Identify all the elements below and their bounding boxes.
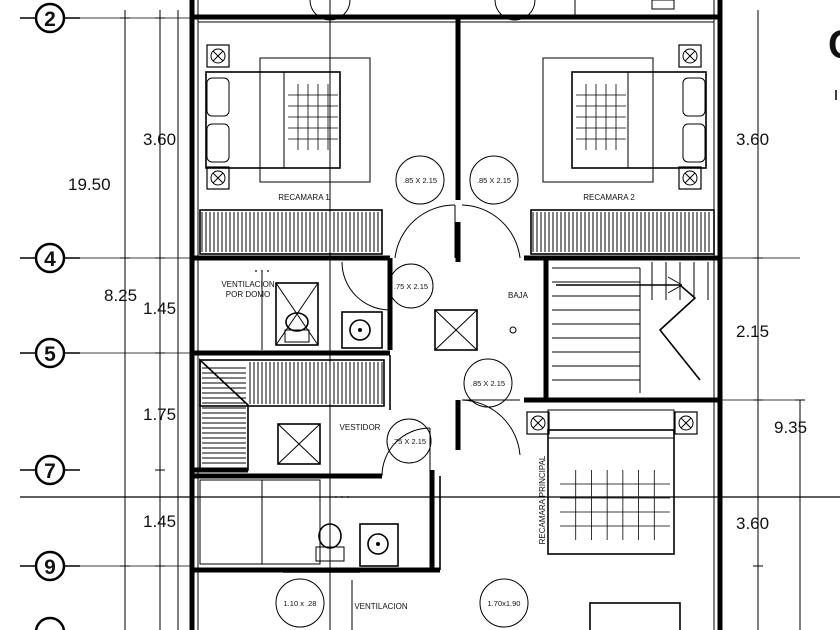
axis-marker-9: 9	[20, 550, 80, 582]
exterior-walls	[189, 0, 723, 630]
staircase	[552, 262, 709, 393]
svg-text:.85 X 2.15: .85 X 2.15	[403, 176, 437, 185]
room-label-ventilacion-2: POR DOMO	[226, 290, 270, 299]
svg-text:.85 X 2.15: .85 X 2.15	[471, 379, 505, 388]
bathroom-upper	[261, 272, 383, 350]
bathroom-lower	[199, 479, 399, 567]
top-openings	[309, 0, 675, 21]
svg-text:9: 9	[44, 556, 56, 579]
nightstands	[206, 44, 702, 435]
dim-left-rec1: 3.60	[143, 130, 176, 149]
closet-recamara-2	[530, 209, 715, 255]
dim-left-vest: 1.75	[143, 405, 176, 424]
door-tag-1: .85 X 2.15	[395, 155, 445, 205]
svg-text:.75 X 2.15: .75 X 2.15	[394, 282, 428, 291]
room-label-recamara-1: RECAMARA 1	[278, 193, 330, 202]
closet-hatching	[201, 212, 710, 464]
door-swings	[341, 204, 521, 477]
dim-left-total: 19.50	[68, 175, 111, 194]
svg-text:1.70x1.90: 1.70x1.90	[488, 599, 521, 608]
svg-text:5: 5	[44, 343, 56, 366]
dim-right-total: 9.35	[774, 418, 807, 437]
room-label-vestidor: VESTIDOR	[340, 423, 381, 432]
dimension-lines	[120, 10, 805, 630]
axis-marker-7: 7	[20, 454, 80, 486]
room-label-principal: RECAMARA PRINCIPAL	[538, 455, 547, 544]
furniture-bottom	[589, 602, 681, 630]
svg-text:7: 7	[44, 460, 56, 483]
room-label-recamara-2: RECAMARA 2	[583, 193, 635, 202]
title-fragment: C	[828, 23, 840, 67]
dim-right-principal: 3.60	[736, 514, 769, 533]
interior-walls	[192, 17, 720, 573]
svg-text:2: 2	[44, 8, 56, 31]
door-tag-6: 1.10 x .28	[275, 578, 325, 628]
skylight-vestidor	[277, 423, 321, 465]
svg-text:.75 X 2.15: .75 X 2.15	[392, 437, 426, 446]
closet-recamara-1	[199, 209, 383, 255]
dim-left-sub: 8.25	[104, 286, 137, 305]
skylight-hall	[434, 309, 478, 351]
dim-left-vent: 1.45	[143, 299, 176, 318]
axis-marker-4: 4	[20, 242, 80, 274]
room-label-baja: BAJA	[508, 291, 529, 300]
svg-text:4: 4	[44, 248, 56, 271]
vent-dots	[255, 270, 349, 498]
door-tag-3: .75 X 2.15	[388, 263, 434, 309]
light-fixture	[509, 326, 517, 334]
bed-recamara-2	[542, 57, 707, 183]
dim-right-stair: 2.15	[736, 322, 769, 341]
svg-text:.85 X 2.15: .85 X 2.15	[477, 176, 511, 185]
dim-right-rec2: 3.60	[736, 130, 769, 149]
door-tag-4: .85 X 2.15	[463, 358, 513, 408]
room-label-ventilacion-bottom: VENTILACION	[354, 602, 408, 611]
axis-marker-5: 5	[20, 337, 80, 369]
bed-recamara-1	[205, 57, 371, 183]
axis-marker-partial	[34, 616, 66, 630]
bed-recamara-principal	[547, 409, 675, 555]
axis-marker-2: 2	[20, 2, 80, 34]
closet-vestidor	[199, 358, 385, 471]
door-tag-2: .85 X 2.15	[469, 155, 519, 205]
door-tag-5: .75 X 2.15	[386, 418, 432, 464]
dim-left-bath: 1.45	[143, 512, 176, 531]
svg-text:1.10 x .28: 1.10 x .28	[284, 599, 317, 608]
room-label-ventilacion-1: VENTILACION	[221, 280, 275, 289]
door-tag-7: 1.70x1.90	[479, 578, 529, 628]
